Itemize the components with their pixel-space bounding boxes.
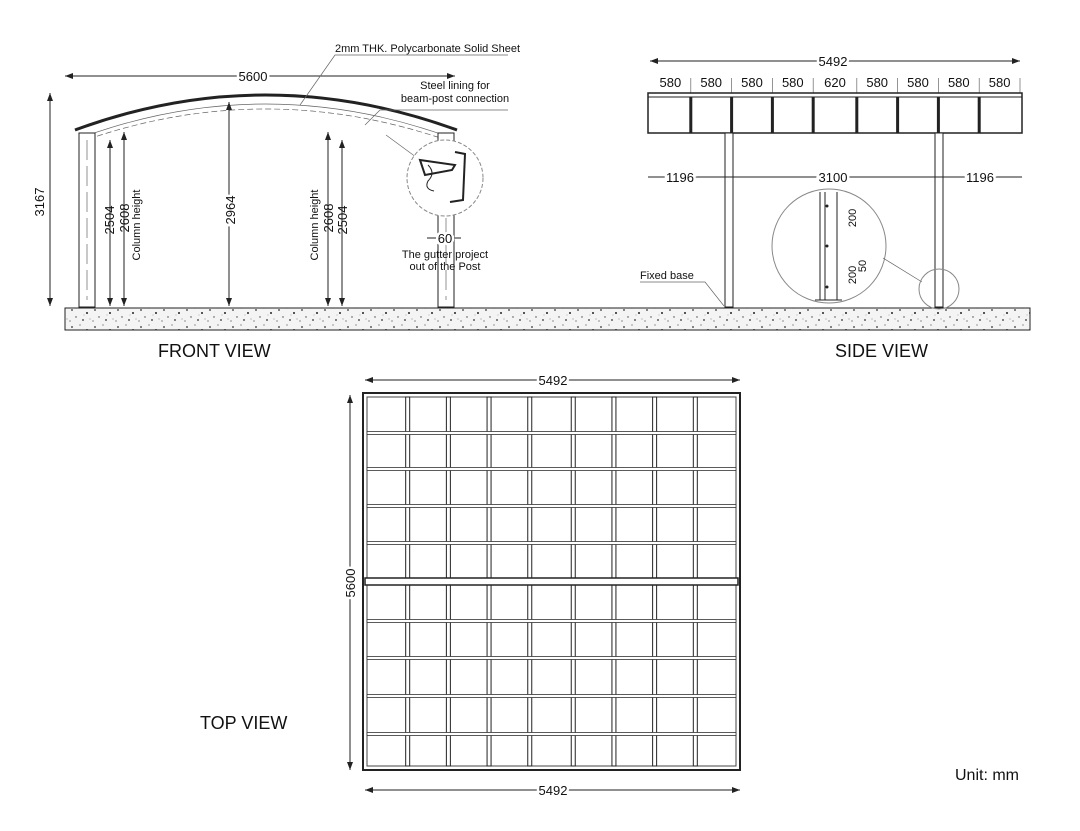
left-column-height-label: Column height xyxy=(131,190,143,261)
rafter xyxy=(977,97,981,133)
side-view-title: SIDE VIEW xyxy=(835,341,928,361)
steel-lining-note-1: Steel lining for xyxy=(420,80,490,92)
side-right-post xyxy=(934,132,944,308)
segment-dim: 580 xyxy=(700,75,722,90)
right-height-2504: 2504 xyxy=(335,206,350,235)
purlin xyxy=(366,732,737,736)
rafter xyxy=(811,97,815,133)
rafter xyxy=(896,97,900,133)
gutter-note-1: The gutter project xyxy=(402,249,488,261)
front-view-title: FRONT VIEW xyxy=(158,341,271,361)
front-width-dim: 5600 xyxy=(239,69,268,84)
segment-dim: 580 xyxy=(866,75,888,90)
purlin xyxy=(366,541,737,545)
top-width-dim-bottom: 5492 xyxy=(539,783,568,798)
right-height-2608: 2608 xyxy=(321,204,336,233)
overhang-left-dim: 1196 xyxy=(666,170,694,185)
top-width-dim-top: 5492 xyxy=(539,373,568,388)
detail-dim-200-top: 200 xyxy=(847,209,859,227)
gutter-detail-circle xyxy=(406,139,484,217)
polycarbonate-sheet-note: 2mm THK. Polycarbonate Solid Sheet xyxy=(335,43,520,55)
purlin xyxy=(366,431,737,435)
rafter xyxy=(689,97,693,133)
arched-roof xyxy=(74,93,458,132)
purlin xyxy=(366,656,737,660)
segment-dim: 620 xyxy=(824,75,846,90)
front-total-height-dim: 3167 xyxy=(32,188,47,217)
segment-dim: 580 xyxy=(660,75,682,90)
front-view: 5600 3167 2504 2608 Column height 2964 C… xyxy=(32,43,520,361)
segment-dim: 580 xyxy=(907,75,929,90)
top-depth-dim: 5600 xyxy=(343,569,358,598)
rafter xyxy=(730,97,734,133)
ridge-height-dim: 2964 xyxy=(223,196,238,225)
top-view: 5492 5492 5600 TOP VIEW xyxy=(200,371,741,801)
gutter-note-2: out of the Post xyxy=(410,261,481,273)
purlin xyxy=(366,467,737,471)
purlin xyxy=(366,694,737,698)
ground-slab xyxy=(64,307,1031,331)
unit-label: Unit: mm xyxy=(955,767,1019,784)
center-beam xyxy=(364,577,739,586)
rafter xyxy=(770,97,774,133)
left-height-2608: 2608 xyxy=(117,204,132,233)
segment-dim: 580 xyxy=(989,75,1011,90)
fixed-base-note: Fixed base xyxy=(640,270,694,282)
top-view-title: TOP VIEW xyxy=(200,713,287,733)
detail-dim-200-bottom: 200 xyxy=(847,266,859,284)
base-detail-circle xyxy=(771,188,887,304)
right-column-height-label: Column height xyxy=(309,190,321,261)
segment-dim: 580 xyxy=(782,75,804,90)
side-width-dim: 5492 xyxy=(819,54,848,69)
post-span-dim: 3100 xyxy=(819,170,848,185)
purlin xyxy=(366,619,737,623)
gutter-projection-dim: 60 xyxy=(438,231,452,246)
rafter xyxy=(936,97,940,133)
steel-lining-note-2: beam-post connection xyxy=(401,93,509,105)
segment-dim: 580 xyxy=(948,75,970,90)
purlin xyxy=(366,504,737,508)
side-roof-beam xyxy=(647,92,1023,134)
base-callout-circle xyxy=(918,268,960,310)
detail-dim-50: 50 xyxy=(857,260,869,272)
left-height-2504: 2504 xyxy=(102,206,117,235)
side-view: 5492 580 580 580 580 620 580 580 580 580 1196 31… xyxy=(640,52,1023,361)
side-left-post xyxy=(724,132,734,308)
overhang-right-dim: 1196 xyxy=(966,170,994,185)
rafter xyxy=(855,97,859,133)
segment-dim: 580 xyxy=(741,75,763,90)
